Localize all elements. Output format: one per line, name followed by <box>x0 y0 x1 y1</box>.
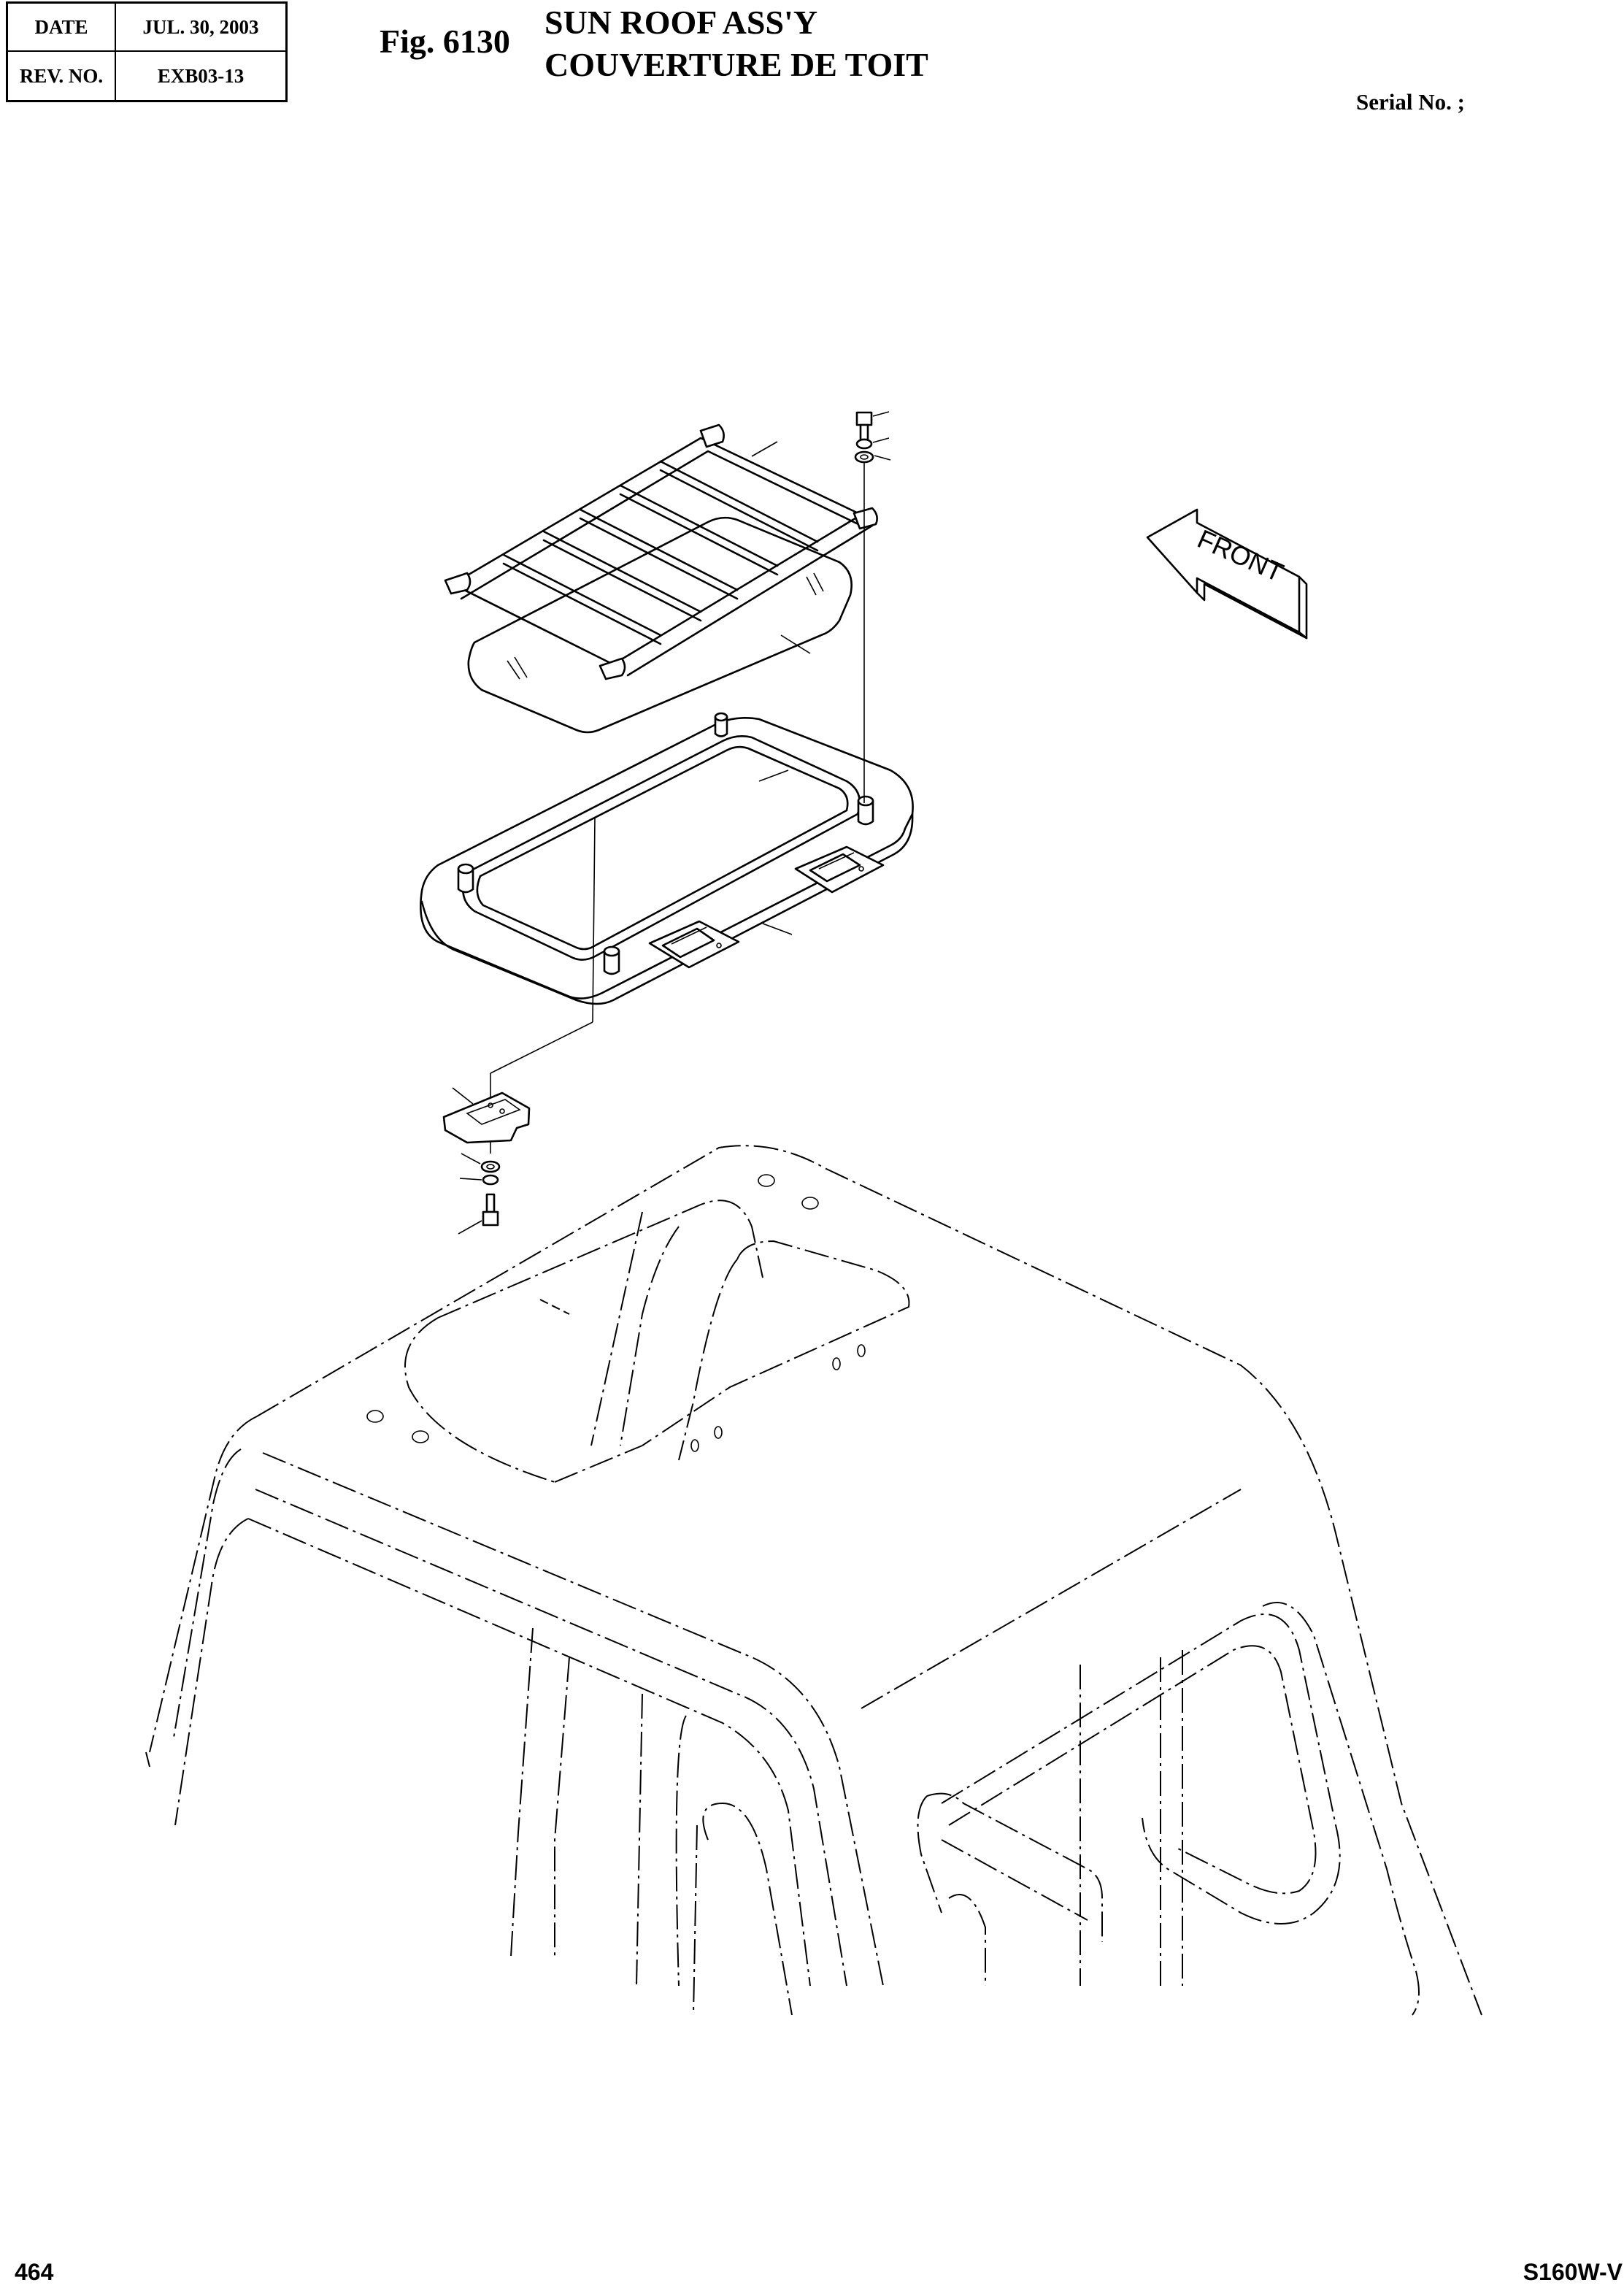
page-title: SUN ROOF ASS'Y COUVERTURE DE TOIT <box>544 1 928 86</box>
frame-post-3 <box>457 863 474 894</box>
frame-post-4 <box>603 945 620 975</box>
bolt-bottom <box>458 1193 499 1235</box>
roof-boss-4 <box>412 1430 429 1443</box>
glass-panel <box>467 516 853 734</box>
washer-top-2 <box>854 450 891 464</box>
revision-info-table: DATE JUL. 30, 2003 REV. NO. EXB03-13 <box>6 1 288 102</box>
latch-bracket <box>442 817 596 1154</box>
bolt-top <box>855 411 890 441</box>
sunroof-frame <box>420 712 914 1005</box>
date-label: DATE <box>8 4 116 52</box>
page-number: 464 <box>15 2259 54 2285</box>
washer-top-1 <box>855 437 890 450</box>
rev-label: REV. NO. <box>8 52 116 100</box>
washer-bottom-1 <box>461 1153 501 1173</box>
serial-number-label: Serial No. ; <box>1356 89 1465 115</box>
roof-boss-3 <box>366 1410 384 1423</box>
roof-boss-1 <box>758 1174 775 1187</box>
washer-bottom-2 <box>459 1174 499 1186</box>
front-direction-arrow: FRONT <box>1146 508 1308 640</box>
top-fasteners <box>854 411 891 803</box>
rev-value: EXB03-13 <box>157 64 245 87</box>
hinge-right <box>794 845 885 894</box>
roof-rack <box>444 423 878 680</box>
lower-fasteners <box>458 1153 501 1235</box>
figure-number: Fig. 6130 <box>380 23 510 60</box>
hinge-left <box>648 920 740 969</box>
frame-post-2 <box>857 795 874 826</box>
cab-roof <box>145 1145 1482 2016</box>
title-french: COUVERTURE DE TOIT <box>544 46 928 83</box>
title-english: SUN ROOF ASS'Y <box>544 4 818 41</box>
date-value: JUL. 30, 2003 <box>116 4 285 52</box>
model-number: S160W-V <box>1523 2259 1623 2285</box>
roof-boss-2 <box>801 1197 819 1210</box>
frame-post-1 <box>714 712 728 737</box>
